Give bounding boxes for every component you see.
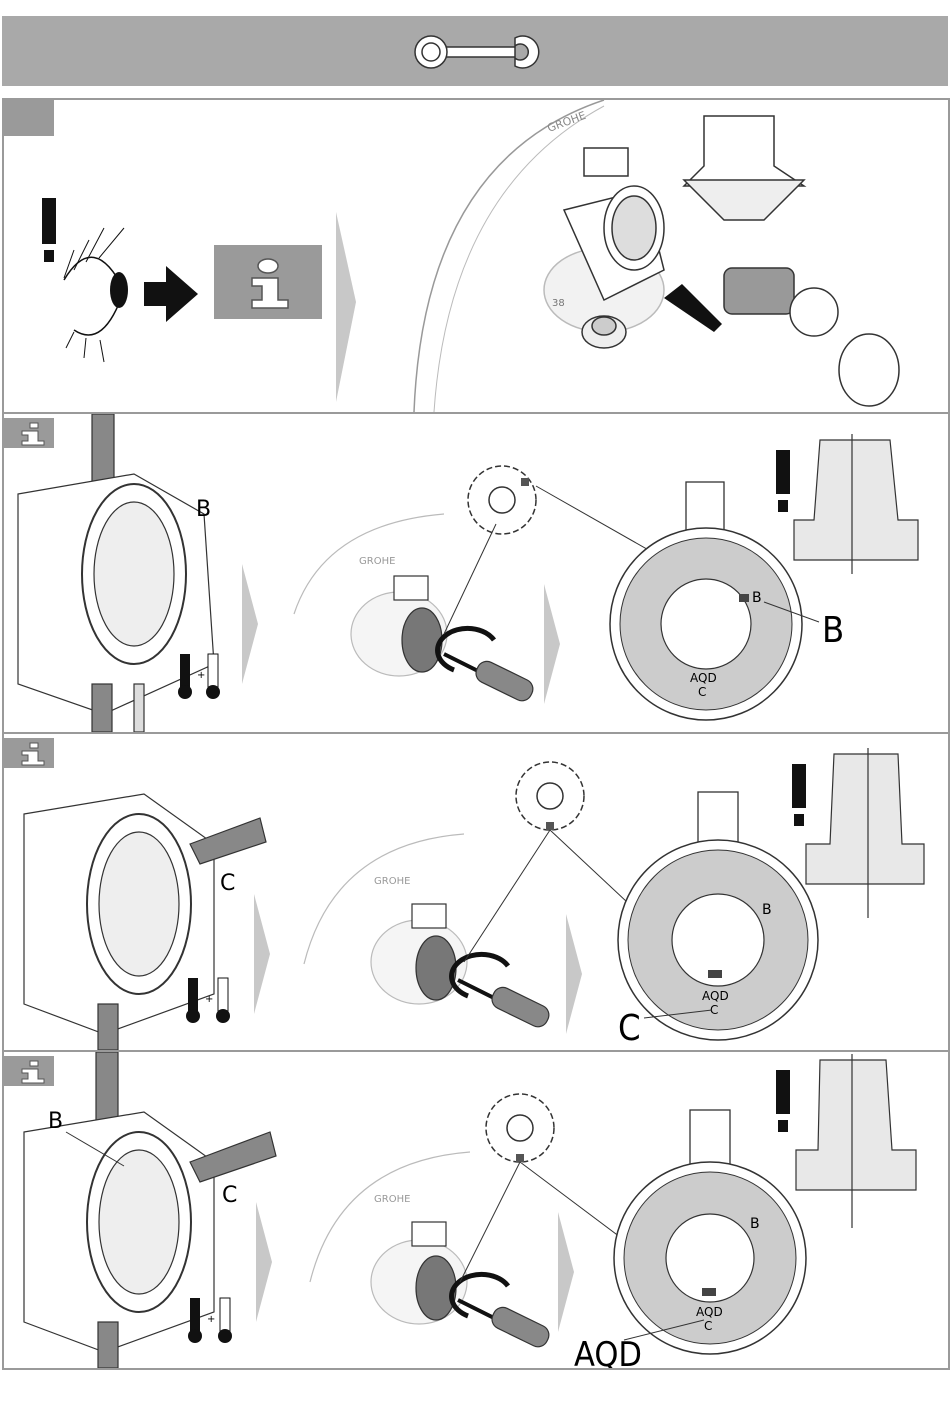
header-bar <box>2 16 948 86</box>
detail-illustration <box>796 1054 916 1228</box>
ring-c: C <box>704 1319 712 1333</box>
detail-illustration <box>806 748 924 918</box>
warning-icon <box>792 764 806 826</box>
ring-label-b: B <box>762 902 772 918</box>
warning-icon <box>776 450 790 512</box>
step-tag <box>4 100 54 136</box>
scale-number: 38 <box>552 298 565 309</box>
label-c: C <box>222 1183 237 1208</box>
wrench-icon <box>2 16 948 86</box>
cartridge-screwdriver-illustration <box>304 834 552 1030</box>
cartridge-screwdriver-illustration <box>310 1152 552 1350</box>
gear-icon <box>516 762 584 830</box>
brand-label: GROHE <box>374 1194 410 1205</box>
gear-icon <box>486 1094 554 1162</box>
svg-text:+: + <box>205 994 213 1005</box>
cartridge-illustration <box>544 148 664 348</box>
svg-text:+: + <box>207 1314 215 1325</box>
ring-c: C <box>698 685 706 699</box>
grey-chevron <box>242 564 258 684</box>
label-c: C <box>220 871 235 896</box>
gear-icon <box>468 466 536 534</box>
ring-code: AQD <box>702 989 729 1003</box>
svg-text:+: + <box>197 670 205 681</box>
grey-chevron <box>336 212 356 402</box>
panel-step-1: GROHE 38 <box>2 98 950 414</box>
panel-step-3: C + GROHE <box>2 732 950 1052</box>
eye-icon <box>64 228 128 362</box>
arrow-right-icon <box>144 266 198 322</box>
grey-chevron <box>544 584 560 704</box>
label-b: B <box>196 497 211 522</box>
grey-chevron <box>256 1202 272 1322</box>
label-b: B <box>48 1109 63 1134</box>
warning-icon <box>776 1070 790 1132</box>
valve-box-illustration <box>24 794 266 1050</box>
part-illustration <box>684 116 899 406</box>
valve-box-illustration <box>24 1052 276 1368</box>
grey-chevron <box>558 1212 574 1332</box>
detail-illustration <box>794 434 918 574</box>
brand-label: GROHE <box>359 556 395 567</box>
ring-code: AQD <box>690 671 717 685</box>
panel-step-2: B + GROHE <box>2 412 950 734</box>
callout-label: AQD <box>574 1335 642 1368</box>
callout-label: B <box>822 610 844 651</box>
grey-chevron <box>566 914 582 1034</box>
ring-label-b: B <box>750 1216 760 1232</box>
panel-step-4: B C + GROHE <box>2 1050 950 1370</box>
brand-label: GROHE <box>374 876 410 887</box>
warning-icon <box>42 198 56 262</box>
callout-label: C <box>618 1008 641 1049</box>
insert-arrow-icon <box>664 284 722 332</box>
grey-chevron <box>254 894 270 1014</box>
ring-label-b: B <box>752 590 762 606</box>
brand-label: GROHE <box>546 109 588 135</box>
cartridge-screwdriver-illustration <box>294 514 536 704</box>
ring-code: AQD <box>696 1305 723 1319</box>
